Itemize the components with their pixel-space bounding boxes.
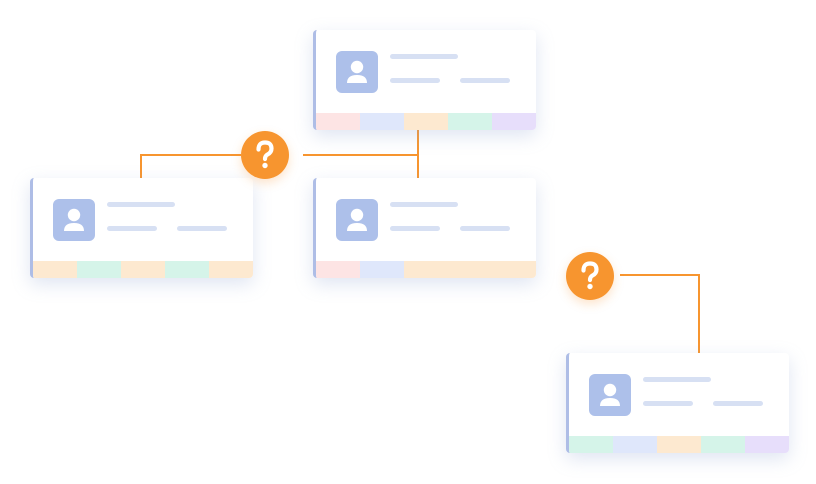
detail-placeholder-line [390, 78, 440, 83]
detail-placeholder-line [177, 226, 227, 231]
detail-placeholder-line [107, 226, 157, 231]
profile-card-left[interactable] [30, 178, 253, 278]
color-strip-segment [404, 113, 448, 130]
connector-badge-to-bottom [620, 274, 700, 353]
color-strip-segment [745, 436, 789, 453]
color-strip-segment [492, 113, 536, 130]
name-placeholder-line [390, 202, 458, 207]
detail-placeholder-line [643, 401, 693, 406]
color-strip-segment [613, 436, 657, 453]
color-strip-segment [121, 261, 165, 278]
color-strip [33, 261, 253, 278]
name-placeholder-line [390, 54, 458, 59]
color-strip-segment [404, 261, 448, 278]
color-strip-segment [316, 261, 360, 278]
color-strip [316, 113, 536, 130]
user-silhouette-icon [589, 374, 631, 416]
detail-placeholder-line [390, 226, 440, 231]
color-strip-segment [701, 436, 745, 453]
color-strip-segment [492, 261, 536, 278]
color-strip-segment [360, 113, 404, 130]
name-placeholder-line [643, 377, 711, 382]
color-strip-segment [657, 436, 701, 453]
detail-placeholder-line [713, 401, 763, 406]
detail-placeholder-line [460, 78, 510, 83]
connector-left-to-badge [140, 154, 241, 178]
profile-card-bottom-right[interactable] [566, 353, 789, 453]
color-strip-segment [448, 261, 492, 278]
user-silhouette-icon [336, 199, 378, 241]
color-strip [569, 436, 789, 453]
color-strip-segment [360, 261, 404, 278]
color-strip-segment [316, 113, 360, 130]
question-mark-icon[interactable] [241, 131, 289, 179]
user-silhouette-icon [53, 199, 95, 241]
detail-placeholder-line [460, 226, 510, 231]
profile-card-top[interactable] [313, 30, 536, 130]
color-strip-segment [165, 261, 209, 278]
color-strip-segment [77, 261, 121, 278]
color-strip [316, 261, 536, 278]
name-placeholder-line [107, 202, 175, 207]
color-strip-segment [569, 436, 613, 453]
color-strip-segment [448, 113, 492, 130]
profile-card-middle[interactable] [313, 178, 536, 278]
question-mark-icon[interactable] [566, 252, 614, 300]
color-strip-segment [33, 261, 77, 278]
color-strip-segment [209, 261, 253, 278]
user-silhouette-icon [336, 51, 378, 93]
